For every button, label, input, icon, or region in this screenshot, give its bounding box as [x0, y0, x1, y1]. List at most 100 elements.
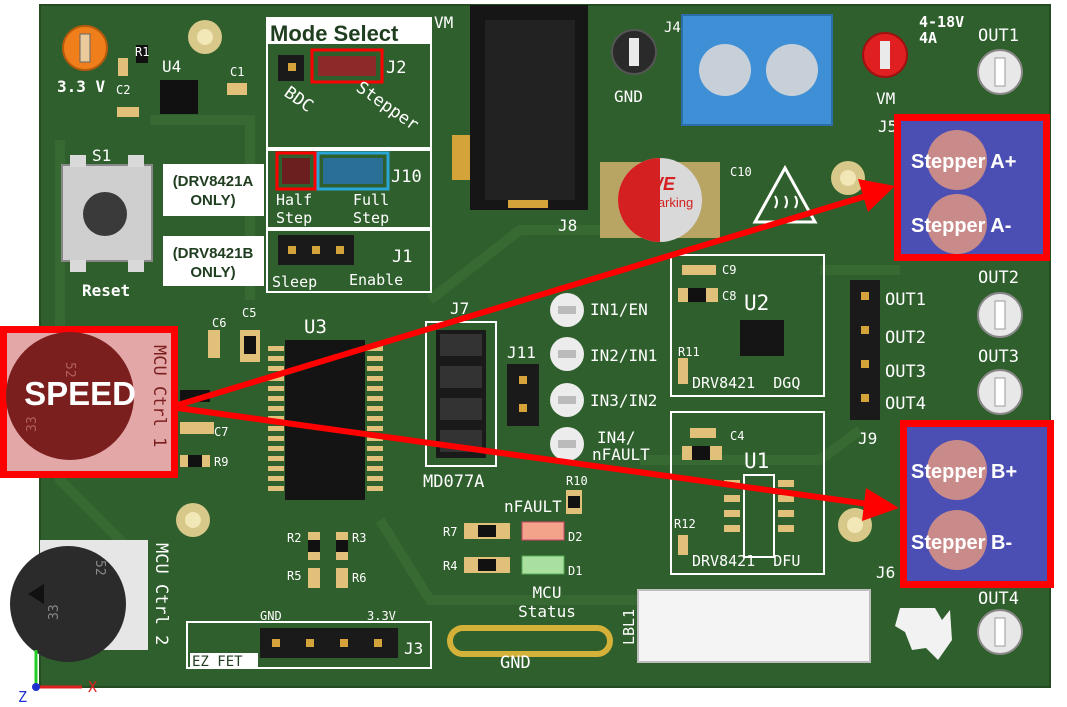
- ref-s1: S1: [92, 146, 111, 165]
- u3-pin: [367, 386, 383, 391]
- reset-label: Reset: [82, 281, 130, 300]
- vm-test-point: [862, 32, 908, 78]
- ref-j8: J8: [558, 216, 577, 235]
- ref-r12: R12: [674, 517, 696, 531]
- j9-out2: OUT2: [885, 328, 926, 348]
- out-test-points: [977, 49, 1023, 655]
- u3-pin: [367, 476, 383, 481]
- u3-pin: [367, 366, 383, 371]
- u3-pin: [367, 416, 383, 421]
- u3-pin: [268, 356, 284, 361]
- ref-d2: D2: [568, 530, 582, 544]
- ref-c9: C9: [722, 263, 736, 277]
- u3-pin: [268, 406, 284, 411]
- stepper-b-plus: Stepper B+: [911, 461, 1017, 483]
- stepper-a-terminal[interactable]: [894, 114, 1050, 261]
- j3-33-label: 3.3V: [367, 609, 396, 623]
- speed-label: SPEED: [24, 375, 136, 412]
- ref-j6: J6: [876, 563, 895, 582]
- u3-pin: [367, 376, 383, 381]
- ref-c5: C5: [242, 306, 256, 320]
- out2-tp-label: OUT2: [978, 268, 1019, 288]
- out4-tp-label: OUT4: [978, 589, 1019, 609]
- u3-pin: [268, 436, 284, 441]
- lbl1-area: [637, 589, 871, 663]
- ref-j3: J3: [404, 639, 423, 658]
- j9-out4: OUT4: [885, 394, 926, 414]
- mode-select-title: Mode Select: [270, 21, 399, 46]
- drv-dgq-label: DRV8421 DGQ: [692, 374, 800, 392]
- u3-pin: [367, 486, 383, 491]
- drv-dfu-label: DRV8421 DFU: [692, 552, 800, 570]
- stepper-a-plus: Stepper A+: [911, 151, 1016, 173]
- ref-c10: C10: [730, 165, 752, 179]
- in-test-points: [550, 293, 584, 461]
- reset-button-s1[interactable]: [61, 155, 153, 272]
- u3-pin: [367, 466, 383, 471]
- ref-r1: R1: [135, 45, 149, 59]
- j1-header[interactable]: [278, 235, 354, 265]
- mcu-ctrl-1-label: MCU Ctrl 1: [149, 345, 169, 447]
- gnd-loop: [447, 625, 613, 657]
- j9-out1: OUT1: [885, 290, 926, 310]
- u3-pin: [268, 386, 284, 391]
- u3-pin: [268, 346, 284, 351]
- gnd-bottom-label: GND: [500, 653, 531, 673]
- ref-c4: C4: [730, 429, 744, 443]
- ez-fet-label: EZ FET: [192, 654, 243, 670]
- j7-header[interactable]: [425, 321, 497, 467]
- j3-gnd-label: GND: [260, 609, 282, 623]
- u3-pin: [367, 406, 383, 411]
- ref-r11: R11: [678, 345, 700, 359]
- ref-d1: D1: [568, 564, 582, 578]
- j11-header[interactable]: [507, 364, 539, 426]
- j10-jumper[interactable]: [275, 151, 390, 191]
- axis-x: X: [88, 678, 97, 696]
- ref-r7: R7: [443, 525, 457, 539]
- u4-region: [117, 45, 247, 117]
- mcu-ctrl-2-label: MCU Ctrl 2: [151, 543, 171, 645]
- mounting-holes: [176, 20, 872, 542]
- ref-r9: R9: [214, 455, 228, 469]
- j9-header[interactable]: [850, 280, 880, 420]
- in3-label: IN3/IN2: [590, 391, 657, 410]
- u3-pin: [367, 446, 383, 451]
- gnd-test-point: [611, 29, 657, 75]
- arrow-to-stepper-a: [177, 193, 867, 408]
- ref-j4: J4: [664, 20, 681, 36]
- speed-callout[interactable]: [0, 326, 178, 478]
- j3-ez-fet[interactable]: [186, 621, 432, 669]
- stepper-a-minus: Stepper A-: [911, 215, 1011, 237]
- u3-pin: [268, 426, 284, 431]
- ref-j10: J10: [391, 167, 422, 187]
- callout-arrows: [177, 179, 899, 521]
- ref-j5: J5: [878, 117, 897, 136]
- vm-tp-label: VM: [876, 89, 895, 108]
- sleep-label: Sleep: [272, 273, 317, 291]
- stepper-b-terminal[interactable]: [900, 420, 1054, 588]
- out1-tp-label: OUT1: [978, 26, 1019, 46]
- u3-pin: [268, 476, 284, 481]
- pot1-33: 33: [25, 416, 40, 432]
- gnd-tp-label: GND: [614, 87, 643, 106]
- j8-barrel-jack: [452, 5, 588, 210]
- ref-j7: J7: [450, 299, 469, 318]
- left-passives: [180, 330, 260, 467]
- j9-out3: OUT3: [885, 362, 926, 382]
- u3-pin: [268, 456, 284, 461]
- u3-mcu: [268, 340, 383, 500]
- ref-c7: C7: [214, 425, 228, 439]
- out3-tp-label: OUT3: [978, 347, 1019, 367]
- mcu-ctrl-2-potentiometer[interactable]: [10, 540, 148, 662]
- lbl1-label: LBL1: [620, 609, 638, 645]
- j2-jumper[interactable]: [278, 48, 384, 84]
- axis-indicator: [32, 650, 82, 691]
- u3-pin: [367, 356, 383, 361]
- stepper-b-minus: Stepper B-: [911, 532, 1012, 554]
- ref-c8: C8: [722, 289, 736, 303]
- ref-c2: C2: [116, 83, 130, 97]
